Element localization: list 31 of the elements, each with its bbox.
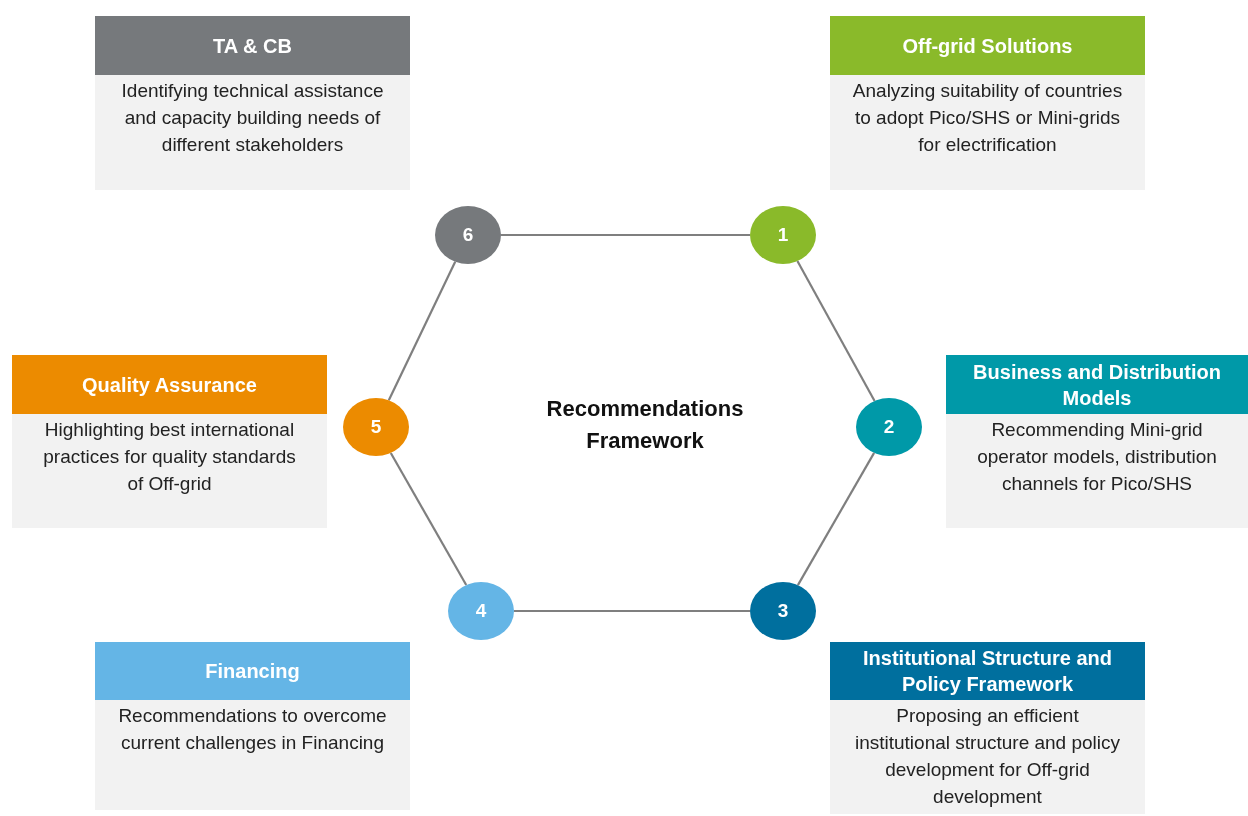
card-description: Identifying technical assistance and capacity building needs of different stakeholders xyxy=(120,79,385,157)
card-heading: TA & CB xyxy=(95,16,410,75)
number-circle: 3 xyxy=(750,582,816,640)
card-heading: Quality Assurance xyxy=(12,355,327,414)
number-circle: 2 xyxy=(856,398,922,456)
connector-line xyxy=(796,452,876,586)
number-circle: 1 xyxy=(750,206,816,264)
connector-line xyxy=(387,261,457,401)
card-heading: Financing xyxy=(95,642,410,700)
info-card xyxy=(12,355,327,528)
info-card xyxy=(830,642,1145,814)
card-description: Recommending Mini-grid operator models, distribution channels for Pico/SHS xyxy=(976,418,1218,496)
card-heading: Institutional Structure and Policy Framework xyxy=(830,642,1145,700)
connector-line xyxy=(796,260,876,402)
card-heading: Off-grid Solutions xyxy=(830,16,1145,75)
info-card xyxy=(830,16,1145,190)
card-description: Recommendations to overcome current challenges in Financing xyxy=(117,704,388,755)
number-circle: 6 xyxy=(435,206,501,264)
info-card xyxy=(946,355,1248,528)
card-description: Proposing an efficient institutional structure and policy development for Off-grid development xyxy=(853,704,1122,809)
card-description: Highlighting best international practices for quality standards of Off-grid xyxy=(42,418,297,496)
number-circle: 5 xyxy=(343,398,409,456)
number-circle: 4 xyxy=(448,582,514,640)
center-title: Recommendations Framework xyxy=(545,395,745,455)
connector-line xyxy=(389,452,468,586)
connector-line xyxy=(514,609,750,613)
info-card xyxy=(95,642,410,810)
card-heading: Business and Distribution Models xyxy=(946,355,1248,414)
card-description: Analyzing suitability of countries to adopt Pico/SHS or Mini-grids for electrification xyxy=(851,79,1124,157)
connector-line xyxy=(501,233,750,237)
info-card xyxy=(95,16,410,190)
